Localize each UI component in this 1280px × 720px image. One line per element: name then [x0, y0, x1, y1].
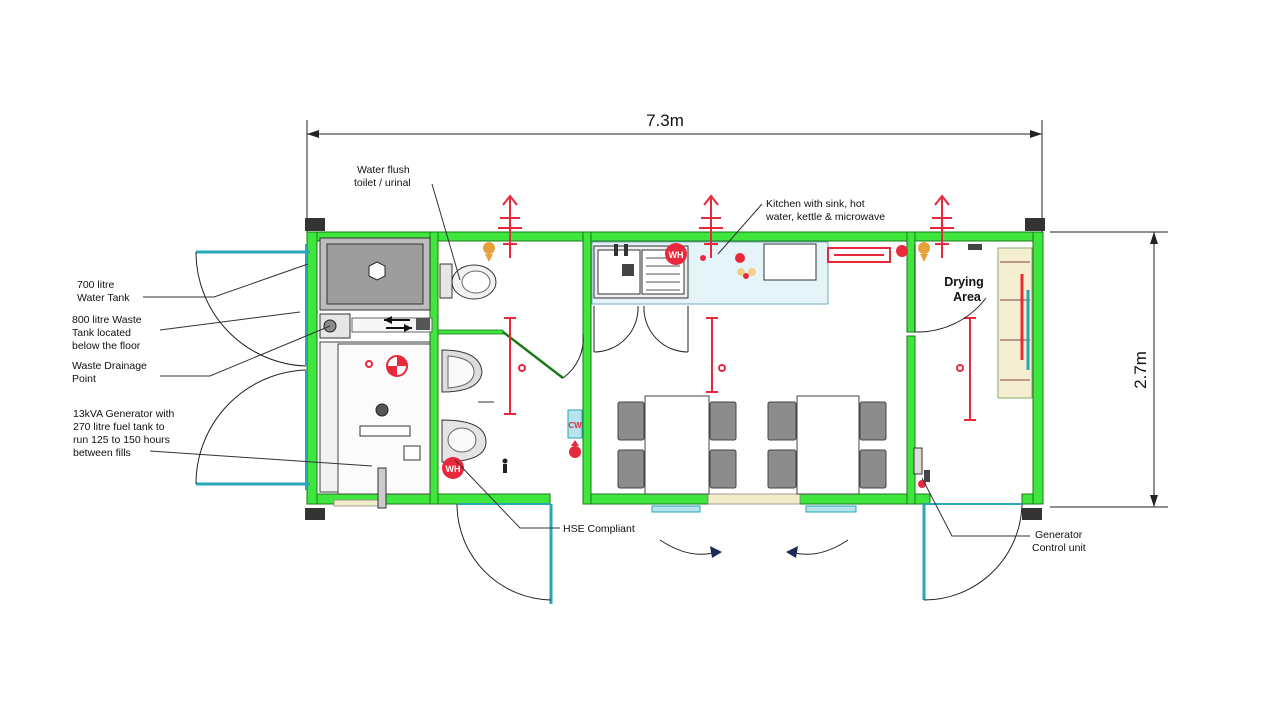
svg-text:Point: Point: [72, 373, 96, 385]
toilet: [439, 263, 497, 300]
drying-rack: [968, 244, 1033, 399]
water-tank: [319, 237, 431, 311]
svg-text:toilet / urinal: toilet / urinal: [354, 177, 411, 189]
callout-water-tank: 700 litre Water Tank: [77, 279, 130, 304]
kitchen-counter: [591, 241, 829, 305]
leader-lines: [143, 183, 1030, 537]
dimension-width: 2.7m: [1050, 231, 1168, 508]
svg-text:below the floor: below the floor: [72, 340, 141, 352]
corner-feet: [305, 218, 1045, 520]
cw-symbol: CW: [568, 421, 582, 430]
dining-set-right: [767, 395, 887, 495]
svg-text:run 125 to 150 hours: run 125 to 150 hours: [73, 434, 170, 446]
svg-text:Water flush: Water flush: [357, 164, 410, 176]
svg-text:Generator: Generator: [1035, 529, 1083, 541]
svg-text:Kitchen with sink, hot: Kitchen with sink, hot: [766, 198, 865, 210]
svg-text:Waste Drainage: Waste Drainage: [72, 360, 147, 372]
svg-text:Water Tank: Water Tank: [77, 292, 130, 304]
wh-symbol: WH: [446, 464, 461, 474]
urinal: [441, 349, 483, 393]
svg-text:Tank located: Tank located: [72, 327, 131, 339]
dimension-length: 7.3m: [306, 111, 1043, 240]
door-bottom-dining[interactable]: [651, 505, 857, 558]
svg-text:between fills: between fills: [73, 447, 131, 459]
svg-text:270 litre fuel tank to: 270 litre fuel tank to: [73, 421, 165, 433]
drying-label-1: Drying: [944, 275, 984, 289]
svg-text:700 litre: 700 litre: [77, 279, 115, 291]
door-bottom-wc[interactable]: [456, 503, 553, 604]
svg-text:HSE Compliant: HSE Compliant: [563, 523, 635, 535]
callout-kitchen: Kitchen with sink, hot water, kettle & m…: [765, 198, 885, 223]
callout-waste-drainage: Waste Drainage Point: [72, 360, 147, 385]
svg-text:800 litre Waste: 800 litre Waste: [72, 314, 142, 326]
svg-text:Control unit: Control unit: [1032, 542, 1086, 554]
kitchen-cabinet-doors: [593, 305, 689, 353]
svg-text:13kVA Generator with: 13kVA Generator with: [73, 408, 175, 420]
walls: [306, 231, 1044, 507]
length-label: 7.3m: [646, 111, 684, 130]
door-left-top[interactable]: [195, 244, 310, 367]
kitchen-light: [706, 317, 726, 393]
exit-signs: [498, 194, 954, 258]
svg-text:water, kettle & microwave: water, kettle & microwave: [765, 211, 885, 223]
drying-light: [956, 317, 976, 421]
width-label: 2.7m: [1131, 351, 1150, 389]
drying-label-2: Area: [953, 290, 982, 304]
wh-symbol-kitchen: WH: [669, 250, 684, 260]
waste-drain: [319, 313, 433, 339]
door-left-bottom[interactable]: [195, 369, 310, 490]
door-bottom-right[interactable]: [922, 503, 1023, 601]
water-heater-wc: WH: [442, 457, 464, 479]
callout-waste-tank: 800 litre Waste Tank located below the f…: [72, 314, 142, 352]
drying-door: [914, 245, 987, 333]
generator: [319, 341, 431, 509]
callout-hse: HSE Compliant: [563, 523, 635, 535]
callout-toilet: Water flush toilet / urinal: [354, 164, 411, 189]
wc-fixtures: CW: [478, 317, 584, 473]
heater-panel: [827, 245, 908, 263]
water-heater-kitchen: WH: [665, 243, 756, 279]
dining-set-left: [617, 395, 737, 495]
callout-generator-control: Generator Control unit: [1032, 529, 1086, 554]
wall-lamps: [483, 242, 930, 262]
generator-control-unit: [913, 447, 930, 488]
callout-generator: 13kVA Generator with 270 litre fuel tank…: [73, 408, 175, 459]
wash-basin: [441, 419, 487, 463]
